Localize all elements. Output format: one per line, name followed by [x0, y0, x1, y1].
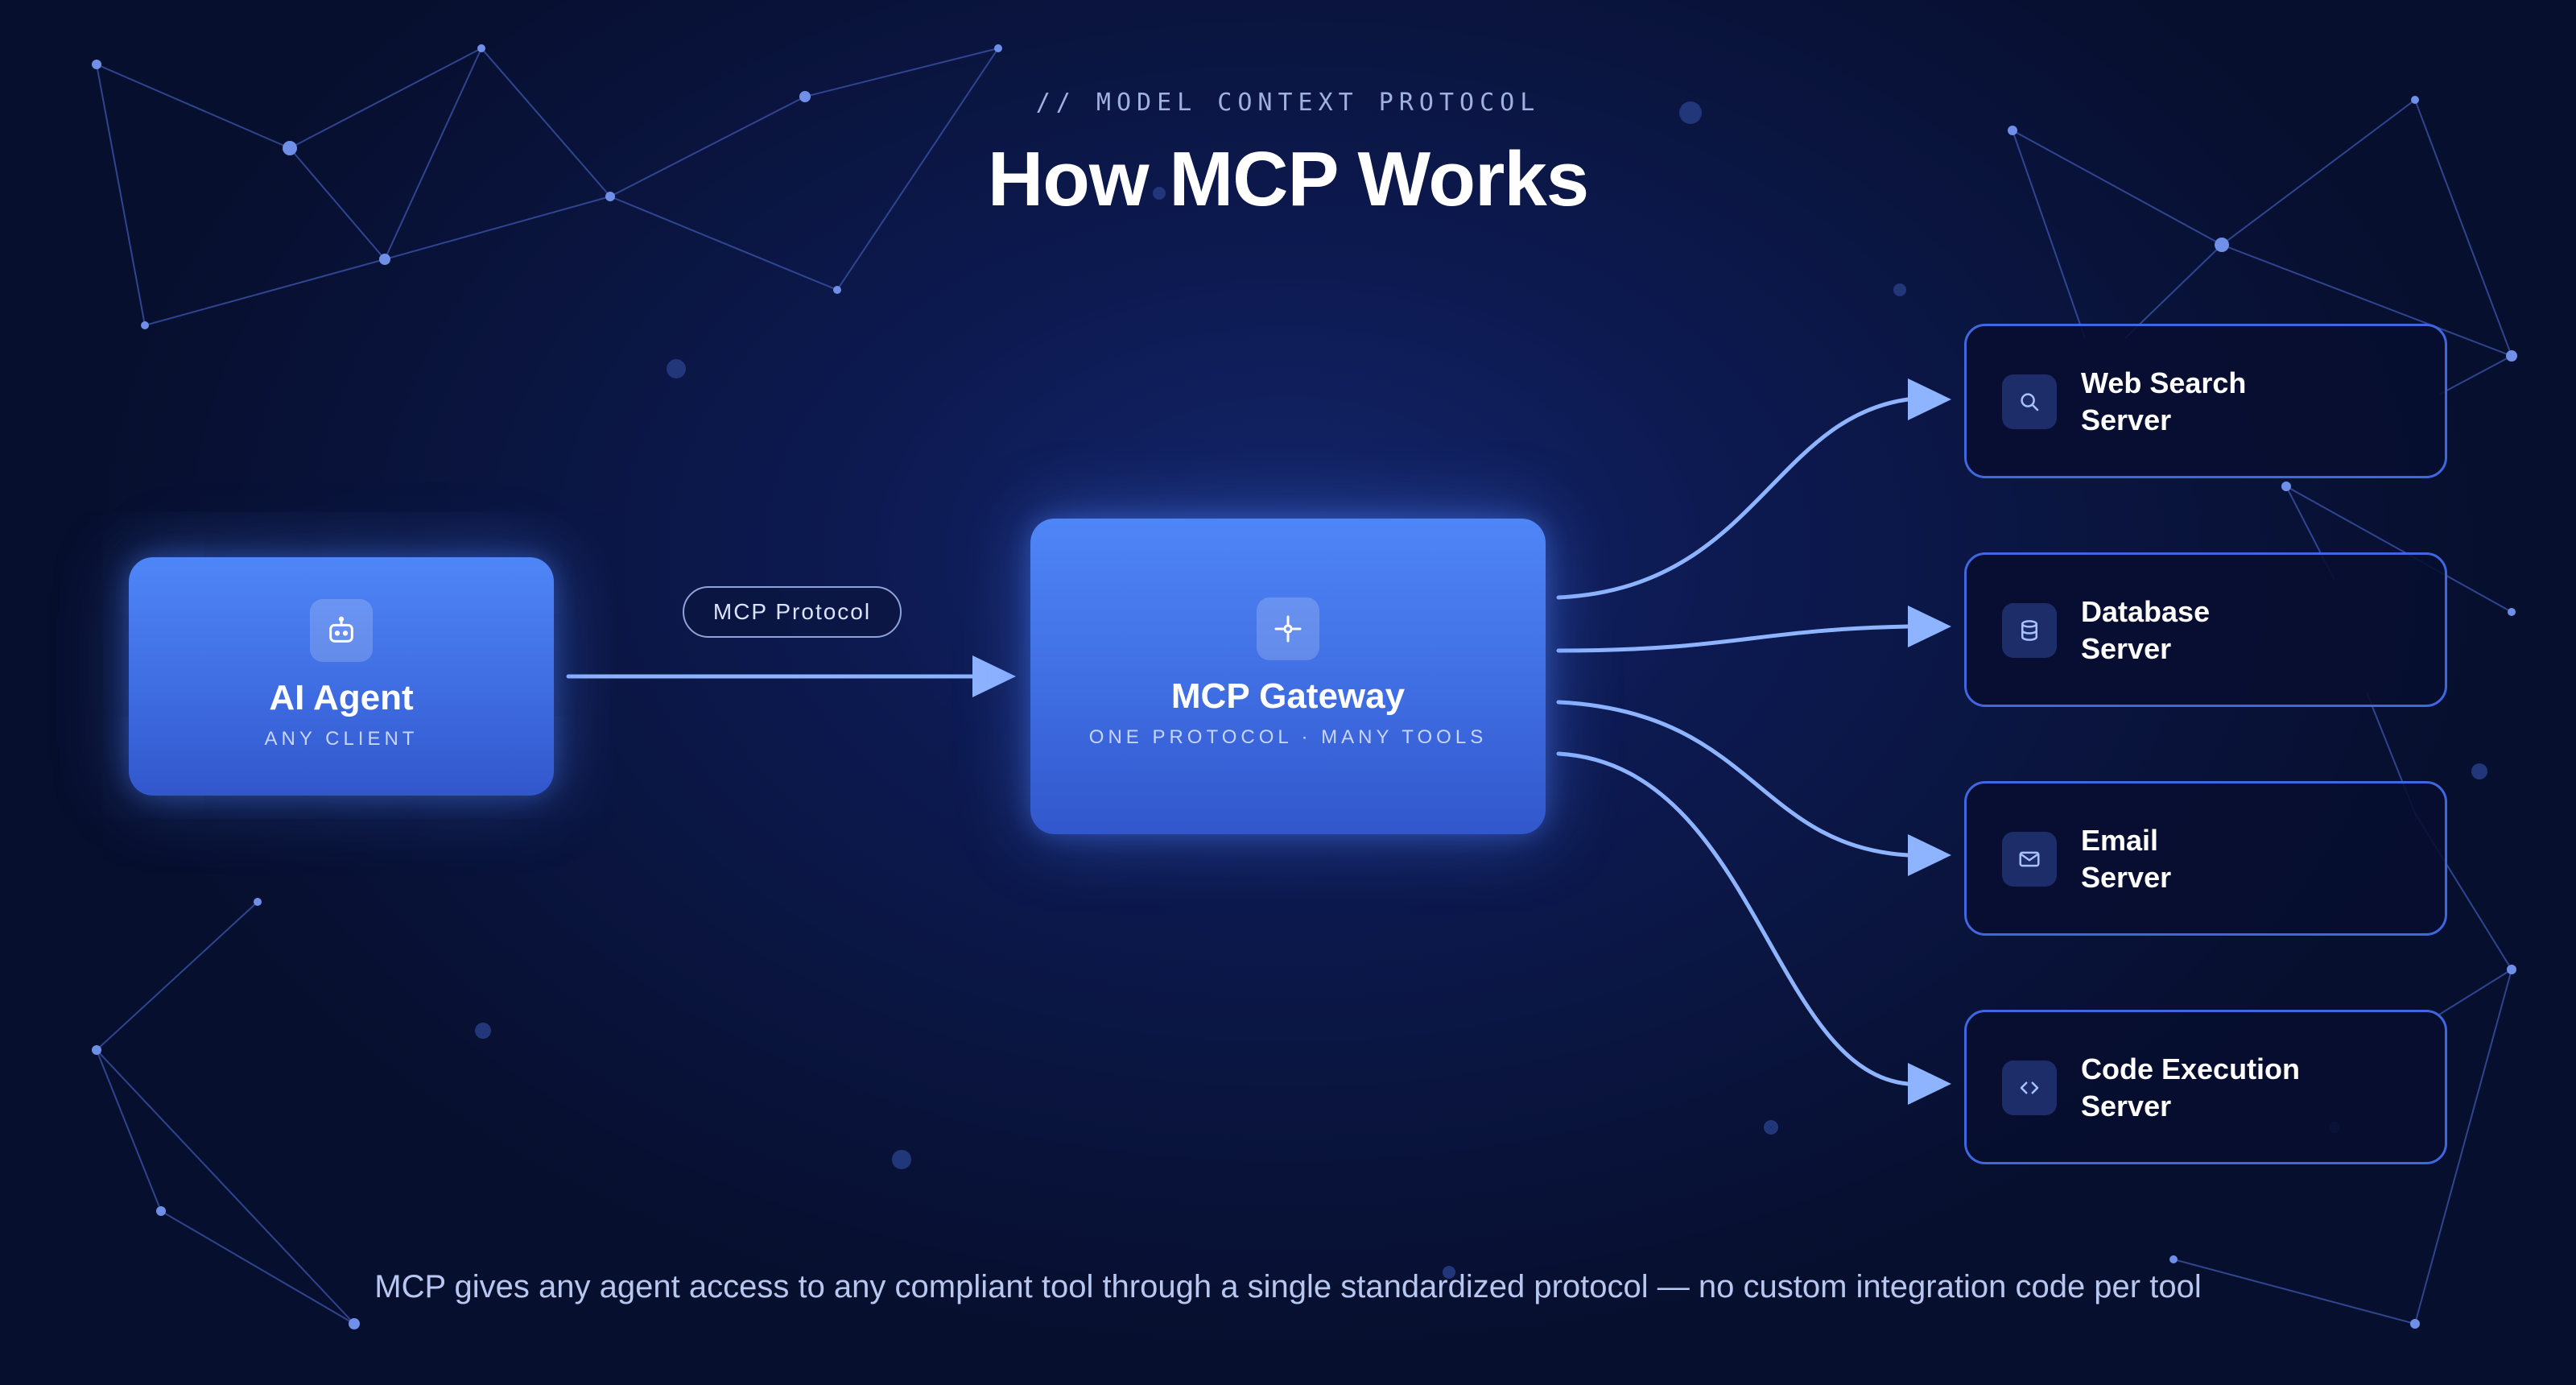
mcp-gateway-subtitle: ONE PROTOCOL · MANY TOOLS — [1088, 726, 1488, 748]
gateway-to-web-search-arrow — [1556, 397, 1910, 600]
arrowhead — [1908, 834, 1951, 876]
mail-icon — [2002, 832, 2057, 887]
mcp-gateway-title: MCP Gateway — [1170, 676, 1406, 716]
database-icon — [2002, 603, 2057, 658]
web-search-server-card: Web Search Server — [1964, 324, 2447, 478]
code-execution-server-label: Code Execution Server — [2081, 1052, 2301, 1122]
ai-agent-node: AI Agent ANY CLIENT — [129, 557, 554, 796]
crosshair-icon — [1257, 597, 1319, 660]
email-server-label: Email Server — [2081, 824, 2172, 894]
footer-caption: MCP gives any agent access to any compli… — [374, 1269, 2202, 1304]
mcp-gateway-node: MCP Gateway ONE PROTOCOL · MANY TOOLS — [1030, 519, 1546, 834]
arrowhead — [972, 655, 1016, 697]
ai-agent-title: AI Agent — [269, 678, 414, 717]
code-icon — [2002, 1060, 2057, 1115]
web-search-server-label: Web Search Server — [2081, 366, 2247, 436]
arrowhead — [1908, 1063, 1951, 1105]
robot-icon — [310, 599, 373, 662]
ai-agent-subtitle: ANY CLIENT — [264, 728, 419, 750]
arrowhead — [1908, 378, 1951, 420]
gateway-to-code-execution-arrow — [1556, 751, 1910, 1086]
code-execution-server-card: Code Execution Server — [1964, 1010, 2447, 1164]
eyebrow-label: // MODEL CONTEXT PROTOCOL — [1035, 89, 1541, 117]
mcp-protocol-pill: MCP Protocol — [683, 586, 902, 638]
gateway-to-database-arrow — [1556, 624, 1910, 653]
search-icon — [2002, 374, 2057, 429]
gateway-to-email-arrow — [1556, 700, 1910, 858]
page-title: How MCP Works — [987, 136, 1589, 222]
email-server-card: Email Server — [1964, 781, 2447, 936]
database-server-card: Database Server — [1964, 552, 2447, 707]
database-server-label: Database Server — [2081, 595, 2211, 665]
arrowhead — [1908, 606, 1951, 647]
